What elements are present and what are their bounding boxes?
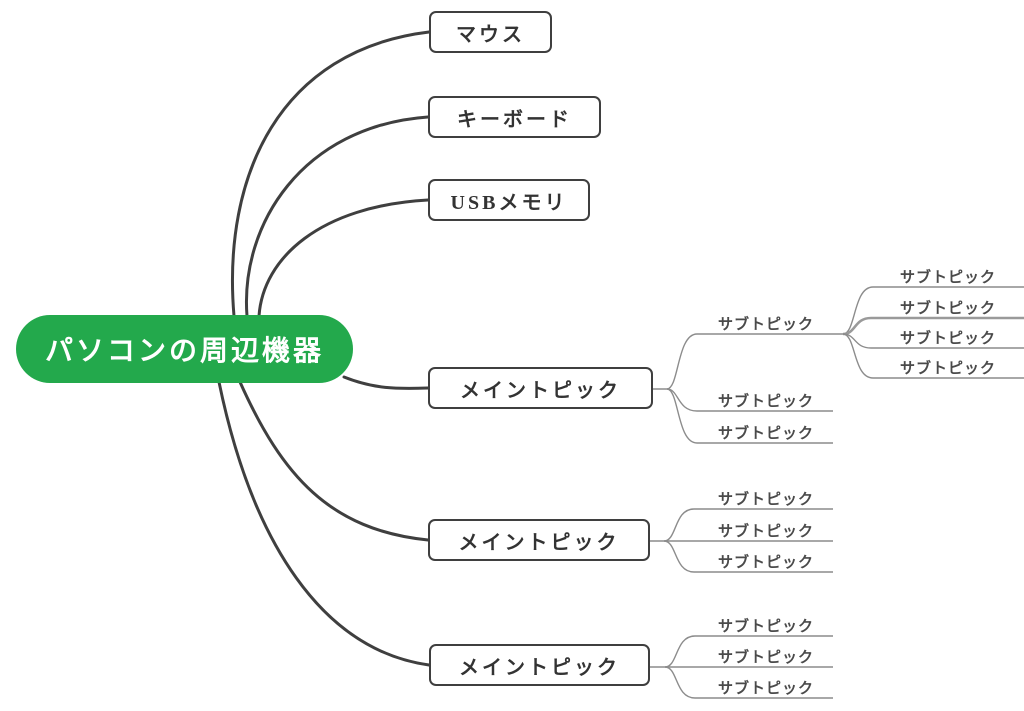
subtopic-node[interactable]: サブトピック: [717, 317, 814, 333]
sub-subtopic-node[interactable]: サブトピック: [899, 270, 996, 286]
central-topic-node[interactable]: パソコンの周辺機器: [16, 315, 353, 383]
main-topic-node-2[interactable]: メイントピック: [428, 519, 650, 561]
wire-main2-sub3: [663, 540, 833, 573]
subtopic-node[interactable]: サブトピック: [717, 555, 814, 571]
wire-main1-sub3: [666, 388, 833, 444]
wire-main3-sub3: [664, 666, 833, 699]
branch-line-main-topic-1: [342, 375, 430, 390]
main-topic-node-3[interactable]: メイントピック: [429, 644, 650, 686]
wire-main2-sub1: [663, 508, 833, 542]
subtopic-node[interactable]: サブトピック: [717, 681, 814, 697]
topic-node-mouse[interactable]: マウス: [429, 11, 552, 53]
branch-line-main-topic-3: [217, 380, 431, 667]
wire-subsub-2: [842, 316, 1024, 336]
branch-line-usb: [257, 198, 430, 318]
topic-node-usb-memory[interactable]: USBメモリ: [428, 179, 590, 221]
subtopic-node[interactable]: サブトピック: [717, 394, 814, 410]
subtopic-node[interactable]: サブトピック: [717, 524, 814, 540]
branch-line-keyboard: [244, 115, 430, 318]
subtopic-node[interactable]: サブトピック: [717, 492, 814, 508]
wire-main3-sub1: [664, 635, 833, 668]
wire-main1-sub1: [666, 333, 843, 390]
branch-line-main-topic-2: [238, 380, 430, 542]
sub-subtopic-node[interactable]: サブトピック: [899, 361, 996, 377]
topic-node-keyboard[interactable]: キーボード: [428, 96, 601, 138]
sub-subtopic-node[interactable]: サブトピック: [899, 331, 996, 347]
subtopic-node[interactable]: サブトピック: [717, 619, 814, 635]
subtopic-node[interactable]: サブトピック: [717, 426, 814, 442]
main-topic-node-1[interactable]: メイントピック: [428, 367, 653, 409]
subtopic-node[interactable]: サブトピック: [717, 650, 814, 666]
wire-subsub-4: [842, 333, 1024, 379]
sub-subtopic-node[interactable]: サブトピック: [899, 301, 996, 317]
branch-line-mouse: [230, 30, 431, 318]
